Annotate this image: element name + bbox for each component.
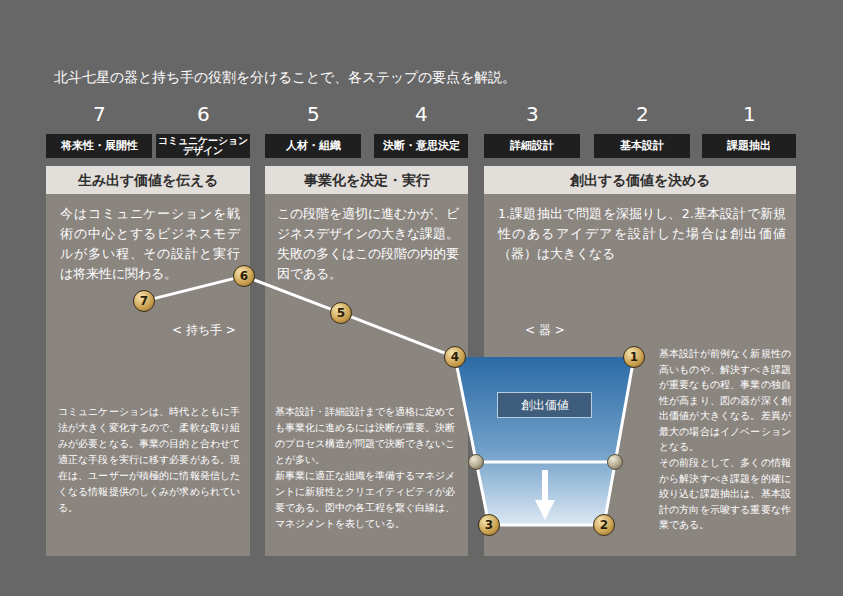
step-tag: 課題抽出	[702, 134, 796, 158]
panel-heading: 創出する価値を決める	[484, 166, 796, 194]
cup-mid-line	[476, 461, 615, 464]
step-tag: 決断・意思決定	[374, 134, 468, 158]
star-circle: 4	[444, 346, 466, 368]
step-tag: 人材・組織	[265, 134, 361, 158]
step-number: 3	[526, 102, 539, 126]
arrow-shaft	[542, 470, 548, 502]
management-line	[500, 524, 593, 527]
step-tag: 基本設計	[594, 134, 690, 158]
joint-dot	[608, 455, 623, 470]
star-circle: 1	[623, 346, 645, 368]
step-panel: 生み出す価値を伝える今はコミュニケーションを戦術の中心とするビジネスモデルが多い…	[46, 166, 250, 556]
panel-ground	[46, 166, 250, 556]
joint-dot	[469, 455, 484, 470]
arrow-head	[535, 500, 555, 520]
node-text: 課題抽出	[702, 140, 796, 152]
node-text: 基本設計	[594, 140, 690, 152]
panel-text: その前段として、多くの情報から解決すべき課題を的確に絞り込む課題抽出は、基本設計…	[659, 455, 791, 533]
panel-text: 新事業に適正な組織を準備するマネジメントに新規性とクリエイティビティが必要である…	[275, 468, 455, 532]
node-text: 人材・組織	[265, 140, 361, 152]
panel-text: 今はコミュニケーションを戦術の中心とするビジネスモデルが多い程、その設計と実行は…	[60, 204, 240, 285]
panel-ground	[265, 166, 468, 556]
value-box: 創出価値	[497, 392, 592, 418]
management-line	[254, 280, 330, 309]
management-line	[606, 368, 632, 514]
star-circle: 5	[330, 302, 352, 324]
star-circle: 3	[478, 514, 500, 536]
panel-heading: 生み出す価値を伝える	[46, 166, 250, 194]
node-text: コミュニケーションデザイン	[156, 136, 250, 157]
step-tag: コミュニケーションデザイン	[156, 134, 250, 158]
management-line	[351, 317, 444, 353]
circle-number: 3	[485, 519, 493, 531]
step-number: 1	[743, 102, 756, 126]
group-label: < 持ち手 >	[172, 322, 236, 339]
node-text: 決断・意思決定	[374, 140, 468, 152]
step-number: 2	[636, 102, 649, 126]
panel-text: 基本設計・詳細設計までを適格に定めても事業化に進めるには決断が重要。決断のプロセ…	[275, 404, 455, 468]
step-tag: 将来性・展開性	[46, 134, 152, 158]
step-number: 4	[415, 102, 428, 126]
star-circle: 6	[233, 265, 255, 287]
cup-fill	[455, 357, 634, 525]
circle-number: 2	[600, 519, 608, 531]
node-text: 創出価値	[521, 399, 569, 411]
panel-text: 1.課題抽出で問題を深掘りし、2.基本設計で新規性のあるアイデアを設計した場合は…	[498, 204, 786, 264]
circle-number: 1	[630, 351, 638, 363]
step-panel: 事業化を決定・実行この段階を適切に進むかが、ビジネスデザインの大きな課題。失敗の…	[265, 166, 468, 556]
circle-number: 7	[140, 295, 148, 307]
group-label: < 器 >	[525, 322, 565, 339]
star-circle: 7	[133, 290, 155, 312]
management-line	[155, 279, 234, 299]
step-number: 7	[93, 102, 106, 126]
step-number: 5	[307, 102, 320, 126]
step-number: 6	[197, 102, 210, 126]
panel-text: コミュニケーションは、時代とともに手法が大きく変化するので、柔軟な取り組みが必要…	[58, 404, 240, 516]
node-text: 詳細設計	[484, 140, 580, 152]
circle-number: 6	[240, 270, 248, 282]
panel-text: この段階を適切に進むかが、ビジネスデザインの大きな課題。失敗の多くはこの段階の内…	[277, 204, 459, 285]
panel-heading: 事業化を決定・実行	[265, 166, 468, 194]
node-text: 将来性・展開性	[46, 140, 152, 152]
circle-number: 5	[337, 307, 345, 319]
page-title: 北斗七星の器と持ち手の役割を分けることで、各ステップの要点を解説。	[54, 69, 516, 87]
step-tag: 詳細設計	[484, 134, 580, 158]
star-circle: 2	[593, 514, 615, 536]
management-line	[457, 368, 487, 514]
circle-number: 4	[451, 351, 459, 363]
panel-text: 基本設計が前例なく新規性の高いものや、解決すべき課題が重要なもの程、事業の独自性…	[659, 346, 791, 455]
